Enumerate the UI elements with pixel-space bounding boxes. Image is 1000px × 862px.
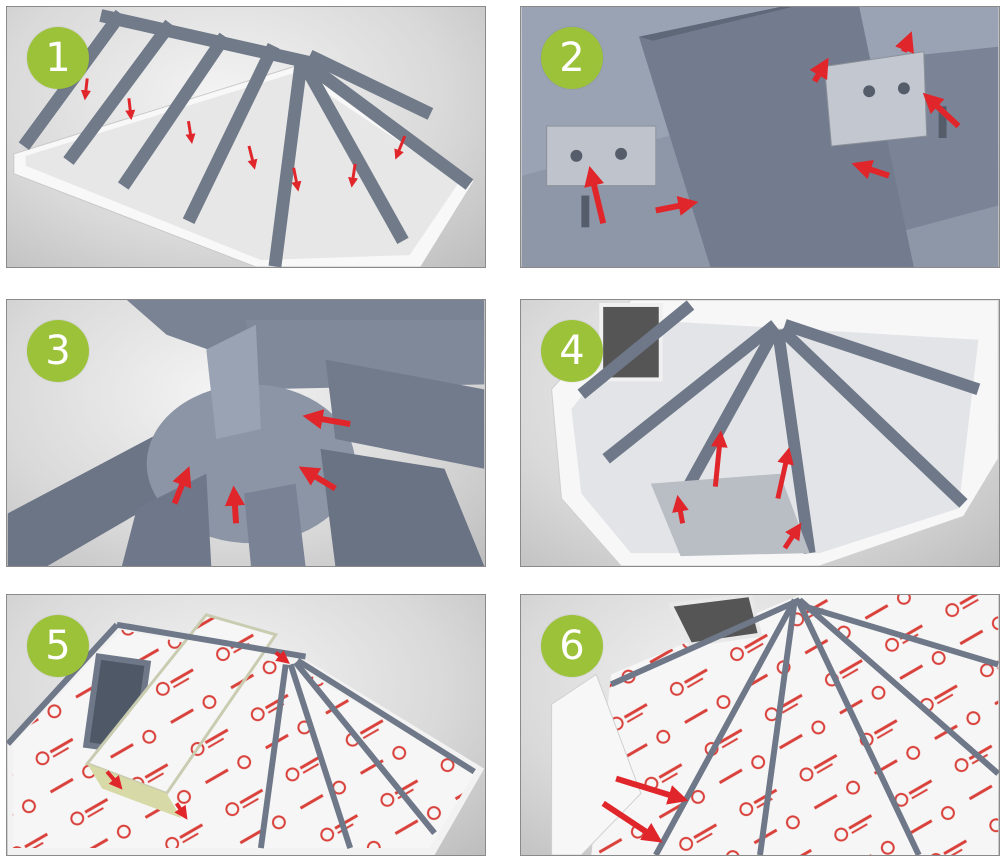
step-number-badge: 4 (541, 320, 603, 382)
step-4-illustration (551, 300, 999, 566)
step-1-panel: 1 (6, 6, 486, 268)
step-number-badge: 5 (27, 615, 89, 677)
arrow-icon (672, 430, 802, 550)
step-1-illustration (13, 9, 475, 267)
arrow-icon (171, 409, 351, 524)
step-4-panel: 4 (520, 299, 1000, 567)
step-number-badge: 3 (27, 320, 89, 382)
step-5-panel: 5 (6, 594, 486, 856)
step-5-illustration (7, 613, 485, 855)
arrow-icon (584, 31, 961, 225)
step-2-illustration (521, 7, 999, 267)
arrow-icon (105, 650, 290, 820)
arrow-icon (601, 775, 689, 843)
step-number-badge: 6 (541, 615, 603, 677)
step-2-panel: 2 (520, 6, 1000, 268)
arrow-icon (80, 78, 407, 192)
step-number-badge: 2 (541, 27, 603, 89)
step-number-badge: 1 (27, 27, 89, 89)
step-3-panel: 3 (6, 299, 486, 567)
step-6-panel: 6 (520, 594, 1000, 856)
step-3-illustration (7, 300, 485, 566)
step-6-illustration (551, 595, 999, 855)
